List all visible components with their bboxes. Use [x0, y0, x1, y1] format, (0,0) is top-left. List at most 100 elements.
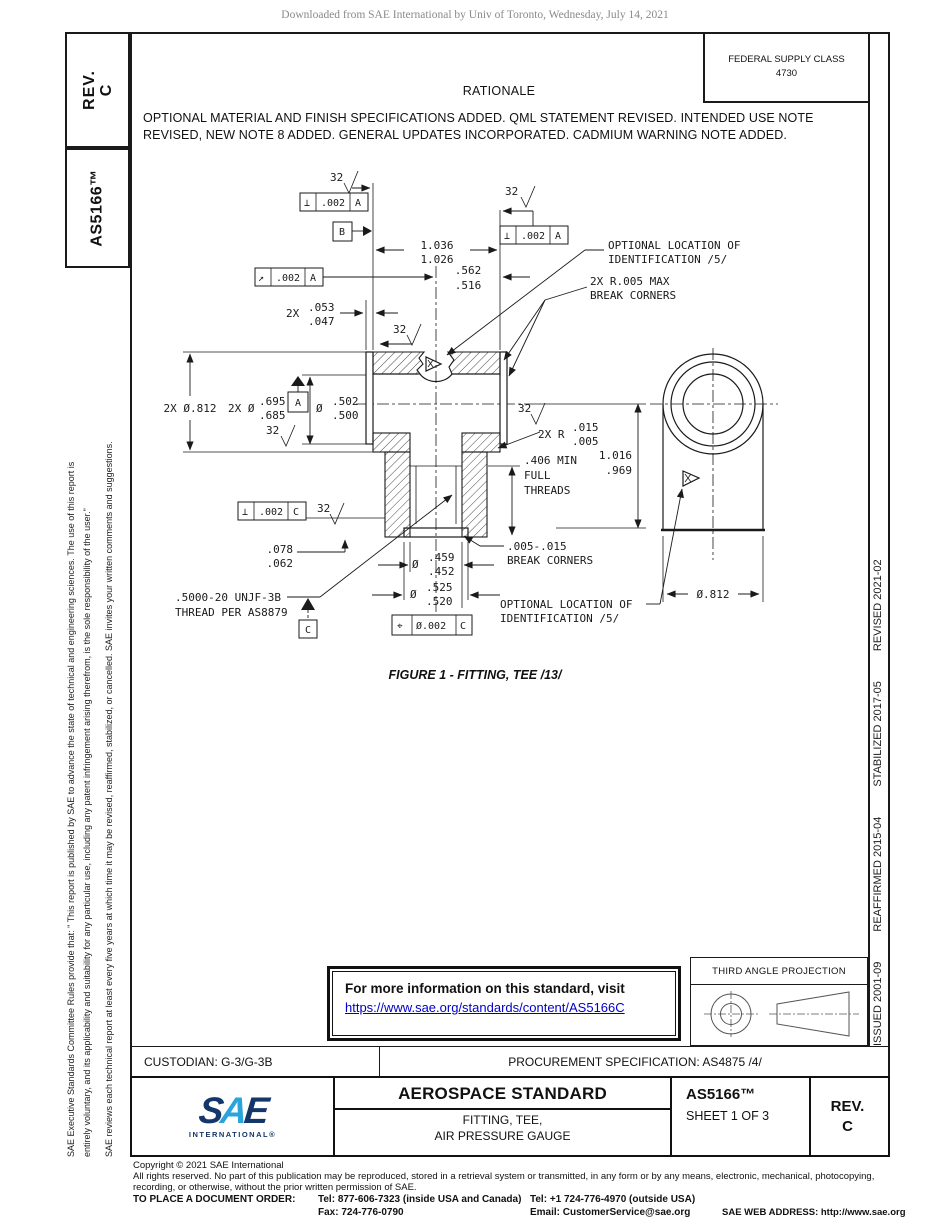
datum-b: B [332, 221, 372, 242]
logo-subtext: INTERNATIONAL® [188, 1130, 277, 1139]
sae-logo: SAE INTERNATIONAL® [132, 1078, 335, 1155]
logo-letter-e: E [242, 1090, 269, 1131]
title-block: SAE INTERNATIONAL® AEROSPACE STANDARD FI… [130, 1076, 890, 1157]
info-box: For more information on this standard, v… [327, 966, 681, 1041]
web-address: SAE WEB ADDRESS: http://www.sae.org [722, 1207, 906, 1218]
svg-text:32: 32 [317, 502, 330, 515]
svg-text:IDENTIFICATION /5/: IDENTIFICATION /5/ [500, 612, 619, 625]
rev-label: REV. [80, 70, 98, 110]
dim-thread-od: 2X Ø .695 .685 [228, 376, 314, 445]
order-label: TO PLACE A DOCUMENT ORDER: [133, 1194, 296, 1205]
svg-text:.502: .502 [332, 395, 359, 408]
fcf-perp-C: ⊥ .002 C [237, 501, 307, 521]
svg-text:C: C [293, 507, 299, 518]
dates-strip-divider [868, 32, 870, 1046]
note-break-corners-bottom: .005-.015 BREAK CORNERS [463, 535, 593, 567]
datum-a: A [287, 376, 309, 413]
svg-text:A: A [555, 231, 561, 242]
front-section-view [356, 266, 532, 612]
svg-text:.053: .053 [308, 301, 335, 314]
dim-outer-diameter: 2X Ø.812 [164, 353, 216, 451]
doc-number: AS5166™ [686, 1086, 756, 1103]
sidebar-legal-line1: SAE Executive Standards Committee Rules … [66, 461, 76, 1157]
svg-text:32: 32 [266, 424, 279, 437]
custodian-row: CUSTODIAN: G-3/G-3B PROCUREMENT SPECIFIC… [130, 1046, 890, 1076]
note-opt-id-bottom: OPTIONAL LOCATION OF IDENTIFICATION /5/ [500, 488, 684, 625]
svg-text:32: 32 [505, 185, 518, 198]
fsc-label: FEDERAL SUPPLY CLASS [728, 53, 845, 65]
svg-text:C: C [305, 625, 311, 636]
dim-thread-depth: .406 MIN FULL THREADS [508, 454, 577, 536]
standard-type: AEROSPACE STANDARD [398, 1084, 607, 1103]
side-view [650, 348, 778, 560]
rev-value: C [97, 83, 115, 97]
email: Email: CustomerService@sae.org [530, 1207, 691, 1218]
fcf-runout-A: ↗ .002 A [254, 267, 324, 287]
svg-text:2X: 2X [286, 307, 300, 320]
sidebar-doc-number: AS5166™ [88, 169, 106, 247]
svg-text:Ø.002: Ø.002 [416, 620, 446, 632]
figure-caption: FIGURE 1 - FITTING, TEE /13/ [388, 668, 562, 682]
fcf-perp-A-left: ⊥ .002 A [299, 192, 369, 212]
svg-text:IDENTIFICATION /5/: IDENTIFICATION /5/ [608, 253, 727, 266]
note-r005-break-corners: 2X R.005 MAX BREAK CORNERS [503, 275, 676, 377]
third-angle-projection-icon [704, 991, 859, 1037]
svg-text:⊥: ⊥ [242, 507, 248, 518]
extension-lines [183, 183, 764, 608]
surface-finish-icon: 32 [266, 424, 296, 447]
issued-date: ISSUED 2001-09 [872, 961, 884, 1046]
svg-text:.406 MIN: .406 MIN [524, 454, 577, 467]
dim-counterbore: Ø .525 .520 [372, 581, 500, 608]
rev-value: C [842, 1117, 853, 1135]
svg-text:.520: .520 [426, 595, 453, 608]
doc-title-line2: AIR PRESSURE GAUGE [434, 1129, 571, 1143]
svg-text:.685: .685 [259, 409, 286, 422]
svg-text:.047: .047 [308, 315, 335, 328]
svg-text:.969: .969 [606, 464, 633, 477]
svg-text:BREAK CORNERS: BREAK CORNERS [507, 554, 593, 567]
copyright-line2: All rights reserved. No part of this pub… [133, 1171, 875, 1182]
dim-thread-minor: Ø .459 .452 [378, 551, 494, 578]
svg-text:.002: .002 [259, 507, 283, 518]
sidebar-rev-box: REV. C [65, 32, 130, 148]
rationale-line1: OPTIONAL MATERIAL AND FINISH SPECIFICATI… [143, 111, 814, 125]
svg-text:32: 32 [518, 402, 531, 415]
svg-text:.005: .005 [572, 435, 599, 448]
datum-c: C [298, 598, 318, 639]
standard-link[interactable]: https://www.sae.org/standards/content/AS… [345, 1000, 625, 1015]
surface-finish-icon: 32 [379, 323, 422, 348]
svg-text:⊥: ⊥ [504, 231, 510, 242]
svg-text:A: A [310, 273, 316, 284]
svg-text:A: A [295, 398, 301, 409]
copyright-line1: Copyright © 2021 SAE International [133, 1160, 284, 1171]
doc-title-line1: FITTING, TEE, [462, 1113, 543, 1127]
surface-finish-symbols: 32 32 32 32 32 32 [266, 170, 546, 525]
svg-text:.525: .525 [426, 581, 453, 594]
rationale-line2: REVISED, NEW NOTE 8 ADDED. GENERAL UPDAT… [143, 128, 787, 142]
svg-text:.002: .002 [321, 198, 345, 209]
dim-bore: Ø .502 .500 [316, 395, 359, 422]
svg-text:B: B [339, 227, 345, 238]
svg-text:BREAK CORNERS: BREAK CORNERS [590, 289, 676, 302]
sidebar-legal-line2: entirely voluntary, and its applicabilit… [82, 508, 92, 1157]
svg-text:.452: .452 [428, 565, 455, 578]
sidebar-review-note: SAE reviews each technical report at lea… [104, 441, 114, 1157]
dim-overall-width: 1.036 1.026 [375, 239, 498, 266]
svg-text:1.026: 1.026 [420, 253, 453, 266]
sidebar-rev-text: REV. C [81, 70, 115, 110]
svg-text:⌖: ⌖ [397, 621, 403, 632]
procurement-cell: PROCUREMENT SPECIFICATION: AS4875 /4/ [508, 1054, 762, 1069]
svg-text:2X R.005 MAX: 2X R.005 MAX [590, 275, 670, 288]
svg-text:2X Ø: 2X Ø [228, 402, 255, 415]
svg-text:OPTIONAL LOCATION OF: OPTIONAL LOCATION OF [500, 598, 632, 611]
projection-label: THIRD ANGLE PROJECTION [691, 958, 867, 985]
surface-finish-icon: 32 [317, 502, 345, 525]
dim-height: 1.016 .969 [599, 403, 642, 529]
svg-text:.516: .516 [455, 279, 482, 292]
svg-text:THREAD PER AS8879: THREAD PER AS8879 [175, 606, 288, 619]
svg-text:THREADS: THREADS [524, 484, 570, 497]
figure1-drawing: 32 32 32 32 32 32 ⊥ .002 A B ⊥ .002 A ↗ … [164, 170, 778, 639]
rev-label: REV. [830, 1097, 865, 1115]
federal-supply-class-box: FEDERAL SUPPLY CLASS 4730 [703, 32, 868, 103]
svg-text:Ø.812: Ø.812 [696, 588, 729, 601]
